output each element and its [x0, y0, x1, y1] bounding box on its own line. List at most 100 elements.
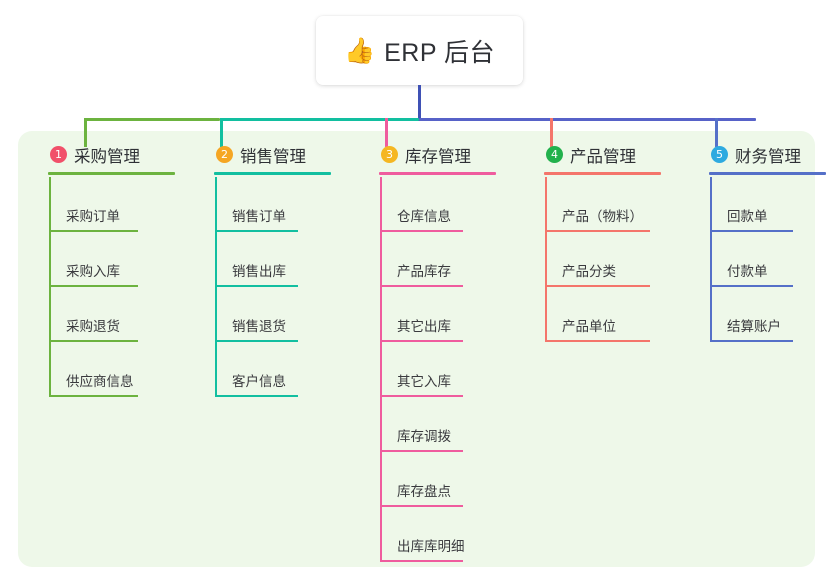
- connector-bar-segment-green: [84, 118, 220, 121]
- connector-drop-column-5: [715, 118, 718, 147]
- leaf-item[interactable]: 供应商信息: [30, 342, 140, 397]
- leaf-item[interactable]: 销售订单: [196, 177, 306, 232]
- column-title-1: 采购管理: [74, 147, 140, 166]
- leaf-item[interactable]: 回款单: [691, 177, 801, 232]
- leaf-item-label: 其它出库: [397, 319, 451, 334]
- leaf-item-underline: [49, 230, 138, 232]
- root-node-label: ERP 后台: [384, 38, 496, 67]
- leaf-spine-5: [710, 177, 712, 341]
- leaf-spine-4: [545, 177, 547, 341]
- leaf-item-underline: [215, 395, 298, 397]
- column-2: 2 销售管理销售订单销售出库销售退货客户信息: [196, 141, 331, 397]
- leaf-item-underline: [545, 285, 650, 287]
- leaf-item-underline: [380, 395, 463, 397]
- leaf-list-3: 仓库信息产品库存其它出库其它入库库存调拨库存盘点出库库明细: [361, 177, 471, 562]
- column-badge-3: 3: [381, 146, 398, 163]
- column-header-5[interactable]: 5 财务管理: [691, 141, 801, 168]
- leaf-item-label: 出库库明细: [397, 539, 465, 554]
- content-panel: [18, 131, 815, 567]
- leaf-item[interactable]: 采购入库: [30, 232, 140, 287]
- leaf-item[interactable]: 结算账户: [691, 287, 801, 342]
- leaf-item-label: 其它入库: [397, 374, 451, 389]
- connector-root-stem: [418, 85, 421, 121]
- leaf-item[interactable]: 库存调拨: [361, 397, 471, 452]
- leaf-item-underline: [49, 395, 138, 397]
- column-3: 3 库存管理仓库信息产品库存其它出库其它入库库存调拨库存盘点出库库明细: [361, 141, 496, 562]
- leaf-item-underline: [545, 340, 650, 342]
- leaf-item[interactable]: 客户信息: [196, 342, 306, 397]
- leaf-item[interactable]: 付款单: [691, 232, 801, 287]
- leaf-item-label: 付款单: [727, 264, 768, 279]
- leaf-item-label: 供应商信息: [66, 374, 134, 389]
- leaf-item[interactable]: 销售退货: [196, 287, 306, 342]
- leaf-item-underline: [545, 230, 650, 232]
- connector-drop-column-4: [550, 118, 553, 147]
- leaf-item-underline: [215, 230, 298, 232]
- column-badge-2: 2: [216, 146, 233, 163]
- column-header-4[interactable]: 4 产品管理: [526, 141, 636, 168]
- leaf-item-underline: [49, 340, 138, 342]
- connector-drop-column-1: [84, 118, 87, 147]
- leaf-item[interactable]: 库存盘点: [361, 452, 471, 507]
- leaf-item[interactable]: 产品（物料）: [526, 177, 650, 232]
- column-title-4: 产品管理: [570, 147, 636, 166]
- leaf-item[interactable]: 产品分类: [526, 232, 650, 287]
- leaf-item[interactable]: 其它出库: [361, 287, 471, 342]
- leaf-item-label: 客户信息: [232, 374, 286, 389]
- leaf-item-label: 采购订单: [66, 209, 120, 224]
- column-title-2: 销售管理: [240, 147, 306, 166]
- leaf-item-label: 产品库存: [397, 264, 451, 279]
- column-1: 1 采购管理采购订单采购入库采购退货供应商信息: [30, 141, 175, 397]
- column-badge-1: 1: [50, 146, 67, 163]
- leaf-spine-3: [380, 177, 382, 561]
- leaf-item-underline: [710, 340, 793, 342]
- connector-drop-column-2: [220, 118, 223, 147]
- column-title-3: 库存管理: [405, 147, 471, 166]
- root-node[interactable]: 👍 ERP 后台: [316, 16, 523, 85]
- connector-bar-segment-teal: [220, 118, 419, 121]
- column-5: 5 财务管理回款单付款单结算账户: [691, 141, 826, 342]
- leaf-item-label: 销售订单: [232, 209, 286, 224]
- leaf-item-underline: [380, 450, 463, 452]
- column-title-5: 财务管理: [735, 147, 801, 166]
- leaf-item-label: 库存盘点: [397, 484, 451, 499]
- leaf-item[interactable]: 出库库明细: [361, 507, 471, 562]
- leaf-item-label: 回款单: [727, 209, 768, 224]
- leaf-item[interactable]: 采购订单: [30, 177, 140, 232]
- leaf-item-label: 产品单位: [562, 319, 616, 334]
- leaf-item[interactable]: 仓库信息: [361, 177, 471, 232]
- leaf-item[interactable]: 销售出库: [196, 232, 306, 287]
- leaf-item-label: 采购退货: [66, 319, 120, 334]
- leaf-item[interactable]: 采购退货: [30, 287, 140, 342]
- leaf-item-label: 产品（物料）: [562, 209, 643, 224]
- column-badge-5: 5: [711, 146, 728, 163]
- column-underline-2: [214, 172, 331, 175]
- column-underline-4: [544, 172, 661, 175]
- column-underline-1: [48, 172, 175, 175]
- connector-bar-segment-indigo: [419, 118, 756, 121]
- leaf-item-underline: [380, 560, 463, 562]
- column-header-1[interactable]: 1 采购管理: [30, 141, 140, 168]
- column-header-3[interactable]: 3 库存管理: [361, 141, 471, 168]
- column-4: 4 产品管理产品（物料） 产品分类产品单位: [526, 141, 661, 342]
- leaf-item-underline: [380, 505, 463, 507]
- leaf-list-2: 销售订单销售出库销售退货客户信息: [196, 177, 306, 397]
- leaf-item[interactable]: 产品单位: [526, 287, 650, 342]
- column-underline-5: [709, 172, 826, 175]
- leaf-item-label: 产品分类: [562, 264, 616, 279]
- column-header-2[interactable]: 2 销售管理: [196, 141, 306, 168]
- column-badge-4: 4: [546, 146, 563, 163]
- column-underline-3: [379, 172, 496, 175]
- leaf-item-label: 仓库信息: [397, 209, 451, 224]
- leaf-item[interactable]: 产品库存: [361, 232, 471, 287]
- leaf-item-label: 库存调拨: [397, 429, 451, 444]
- thumbs-up-icon: 👍: [343, 36, 376, 65]
- leaf-item-underline: [215, 340, 298, 342]
- leaf-item-underline: [710, 230, 793, 232]
- leaf-item-underline: [215, 285, 298, 287]
- leaf-list-1: 采购订单采购入库采购退货供应商信息: [30, 177, 140, 397]
- leaf-item-underline: [380, 340, 463, 342]
- leaf-item[interactable]: 其它入库: [361, 342, 471, 397]
- leaf-item-label: 销售退货: [232, 319, 286, 334]
